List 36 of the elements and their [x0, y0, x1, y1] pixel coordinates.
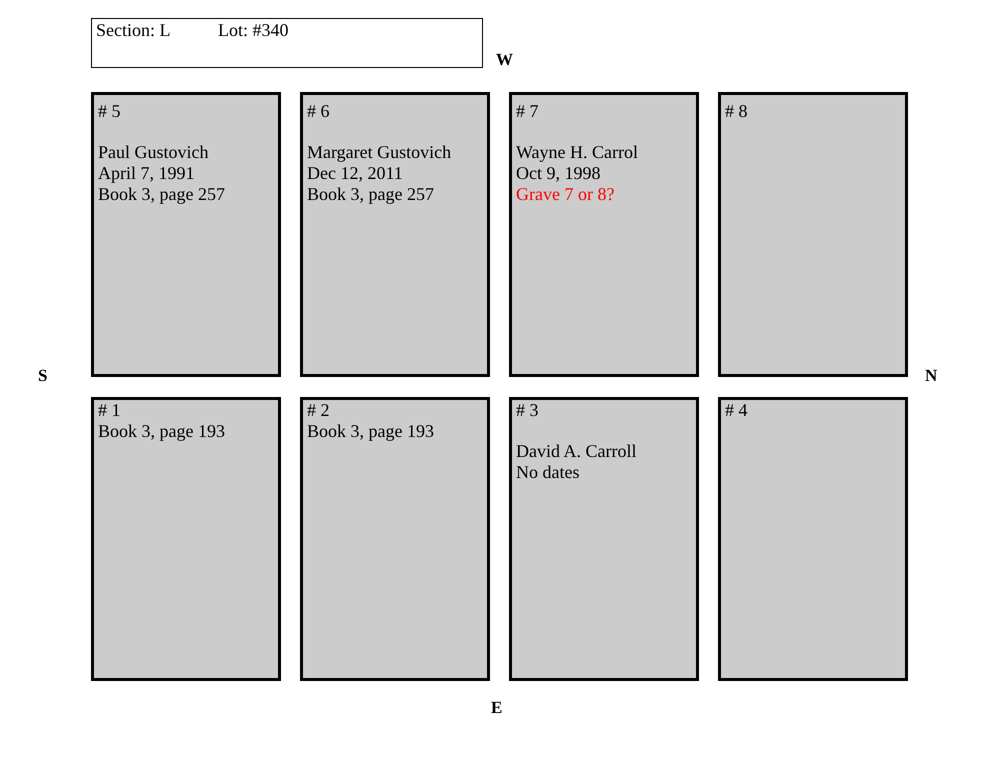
- header-box: [91, 18, 483, 68]
- person-name: Wayne H. Carrol: [516, 142, 638, 163]
- plot-number: # 5: [98, 101, 120, 122]
- plot-number: # 8: [725, 101, 748, 122]
- compass-direction-label: W: [496, 50, 513, 70]
- grave-plot: [91, 92, 281, 377]
- plot-note: No dates: [516, 462, 580, 483]
- plot-number: # 4: [725, 400, 748, 421]
- grave-plot: [718, 92, 908, 377]
- person-name: David A. Carroll: [516, 441, 636, 462]
- plot-number: # 7: [516, 101, 538, 122]
- plot-number: # 3: [516, 400, 538, 421]
- lot-label: Lot: #340: [218, 20, 288, 41]
- plot-note: Grave 7 or 8?: [516, 184, 614, 205]
- record-reference: Book 3, page 193: [307, 421, 434, 442]
- record-reference: Book 3, page 257: [307, 184, 434, 205]
- person-name: Margaret Gustovich: [307, 142, 452, 163]
- record-reference: Book 3, page 193: [98, 421, 225, 442]
- plot-number: # 1: [98, 400, 120, 421]
- plot-number: # 2: [307, 400, 330, 421]
- section-label: Section: L: [96, 20, 170, 41]
- grave-plot: [300, 397, 490, 681]
- grave-plot: [718, 397, 908, 681]
- grave-plot: [509, 397, 699, 681]
- record-reference: Book 3, page 257: [98, 184, 225, 205]
- burial-date: Oct 9, 1998: [516, 163, 600, 184]
- plot-number: # 6: [307, 101, 330, 122]
- person-name: Paul Gustovich: [98, 142, 208, 163]
- grave-plot: [509, 92, 699, 377]
- burial-date: April 7, 1991: [98, 163, 194, 184]
- burial-date: Dec 12, 2011: [307, 163, 403, 184]
- compass-direction-label: N: [925, 366, 938, 386]
- compass-direction-label: S: [38, 366, 48, 386]
- compass-direction-label: E: [491, 698, 502, 718]
- grave-plot: [300, 92, 490, 377]
- grave-plot: [91, 397, 281, 681]
